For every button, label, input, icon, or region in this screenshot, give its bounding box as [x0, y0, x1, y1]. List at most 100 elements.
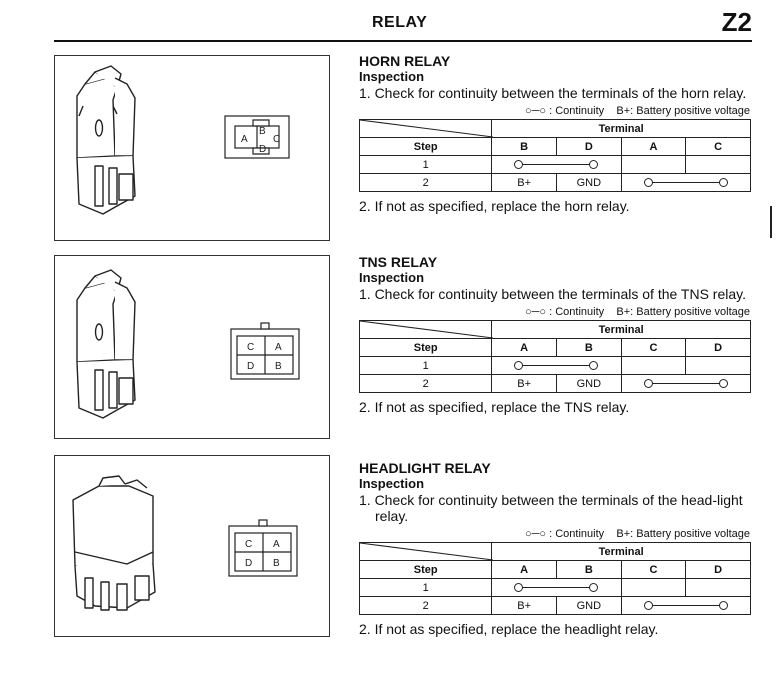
continuity-symbol — [620, 173, 752, 192]
legend-continuity: ○─○ : Continuity — [524, 528, 605, 540]
legend-battery: B+: Battery positive voltage — [616, 105, 750, 117]
legend: ○─○ : Continuity B+: Battery positive vo… — [359, 105, 750, 117]
table-row: 2 B+ GND — [358, 374, 752, 393]
continuity-symbol — [620, 374, 752, 393]
empty-cell — [685, 356, 751, 375]
ground-cell: GND — [555, 374, 622, 393]
col-header: A — [620, 137, 687, 156]
col-header: D — [555, 137, 622, 156]
ground-cell: GND — [555, 173, 622, 192]
horn-relay-section: HORN RELAY Inspection 1. Check for conti… — [358, 53, 754, 214]
continuity-symbol — [620, 596, 752, 615]
headlight-connector-c: C — [245, 539, 252, 550]
tns-connector-a: A — [275, 342, 282, 353]
section-subtitle: Inspection — [359, 69, 425, 84]
section-subtitle: Inspection — [359, 270, 425, 285]
legend-battery: B+: Battery positive voltage — [616, 306, 750, 318]
tns-relay-illustration: C A D B — [76, 269, 300, 419]
horn-relay-figure: A B C D — [54, 55, 330, 241]
continuity-symbol — [491, 578, 622, 597]
empty-cell — [620, 578, 687, 597]
headlight-connector-a: A — [273, 539, 280, 550]
step-header: Step — [358, 560, 493, 579]
step-cell: 1 — [358, 356, 493, 375]
headlight-relay-figure: C A D B — [54, 455, 330, 637]
section-subtitle: Inspection — [359, 476, 425, 491]
section-title: HORN RELAY — [359, 53, 451, 69]
header-rule — [54, 40, 752, 42]
tns-relay-figure: C A D B — [54, 255, 330, 439]
col-header: C — [620, 338, 687, 357]
horn-relay-illustration: A B C D — [76, 65, 290, 215]
step-2-text: 2. If not as specified, replace the TNS … — [359, 399, 630, 415]
table-row: 2 B+ GND — [358, 173, 752, 192]
legend: ○─○ : Continuity B+: Battery positive vo… — [359, 528, 750, 540]
col-header: B — [555, 338, 622, 357]
col-header: C — [620, 560, 687, 579]
table-row: 1 — [358, 356, 751, 375]
headlight-connector-d: D — [245, 558, 252, 569]
step-cell: 2 — [358, 173, 493, 192]
table-row: 2 B+ GND — [358, 596, 752, 615]
terminal-header: Terminal — [491, 320, 751, 339]
continuity-table: Terminal Step B D A C 1 2 B+ GND — [358, 119, 752, 192]
terminal-header: Terminal — [491, 119, 751, 138]
step-2-text: 2. If not as specified, replace the head… — [359, 621, 659, 637]
continuity-table: Terminal Step A B C D 1 2 B+ GND — [358, 320, 752, 393]
horn-connector-a: A — [241, 134, 248, 145]
empty-cell — [620, 155, 687, 174]
continuity-table: Terminal Step A B C D 1 2 B+ GND — [358, 542, 752, 615]
step-cell: 1 — [358, 155, 493, 174]
table-row: 1 — [358, 578, 751, 597]
table-corner — [358, 542, 493, 561]
step-header: Step — [358, 137, 493, 156]
ground-cell: GND — [555, 596, 622, 615]
voltage-cell: B+ — [491, 173, 557, 192]
horn-connector-d: D — [259, 144, 266, 155]
voltage-cell: B+ — [491, 374, 557, 393]
col-header: A — [491, 560, 557, 579]
step-header: Step — [358, 338, 493, 357]
headlight-relay-section: HEADLIGHT RELAY Inspection 1. Check for … — [358, 460, 754, 637]
col-header: C — [685, 137, 751, 156]
step-cell: 2 — [358, 596, 493, 615]
headlight-relay-illustration: C A D B — [72, 475, 298, 611]
table-corner — [358, 119, 493, 138]
table-row: 1 — [358, 155, 751, 174]
table-corner — [358, 320, 493, 339]
col-header: A — [491, 338, 557, 357]
legend: ○─○ : Continuity B+: Battery positive vo… — [359, 306, 750, 318]
legend-continuity: ○─○ : Continuity — [524, 105, 605, 117]
section-title: TNS RELAY — [359, 254, 438, 270]
empty-cell — [685, 578, 751, 597]
step-1-text: 1. Check for continuity between the term… — [359, 286, 747, 302]
step-1-text: 1. Check for continuity between the term… — [359, 85, 747, 101]
horn-connector-c: C — [273, 134, 280, 145]
page-title: RELAY — [372, 14, 428, 31]
margin-mark — [770, 206, 772, 238]
horn-connector-b: B — [259, 126, 266, 137]
col-header: D — [685, 560, 751, 579]
step-1-text: 1. Check for continuity between the term… — [359, 492, 743, 524]
section-code: Z2 — [721, 7, 752, 37]
col-header: D — [685, 338, 751, 357]
step-cell: 2 — [358, 374, 493, 393]
col-header: B — [555, 560, 622, 579]
terminal-header: Terminal — [491, 542, 751, 561]
step-cell: 1 — [358, 578, 493, 597]
tns-connector-b: B — [275, 361, 282, 372]
empty-cell — [685, 155, 751, 174]
tns-connector-d: D — [247, 361, 254, 372]
continuity-symbol — [491, 356, 622, 375]
empty-cell — [620, 356, 687, 375]
legend-continuity: ○─○ : Continuity — [524, 306, 605, 318]
voltage-cell: B+ — [491, 596, 557, 615]
tns-connector-c: C — [247, 342, 254, 353]
tns-relay-section: TNS RELAY Inspection 1. Check for contin… — [358, 254, 754, 415]
col-header: B — [491, 137, 557, 156]
headlight-connector-b: B — [273, 558, 280, 569]
section-title: HEADLIGHT RELAY — [359, 460, 491, 476]
step-2-text: 2. If not as specified, replace the horn… — [359, 198, 630, 214]
legend-battery: B+: Battery positive voltage — [616, 528, 750, 540]
continuity-symbol — [491, 155, 622, 174]
